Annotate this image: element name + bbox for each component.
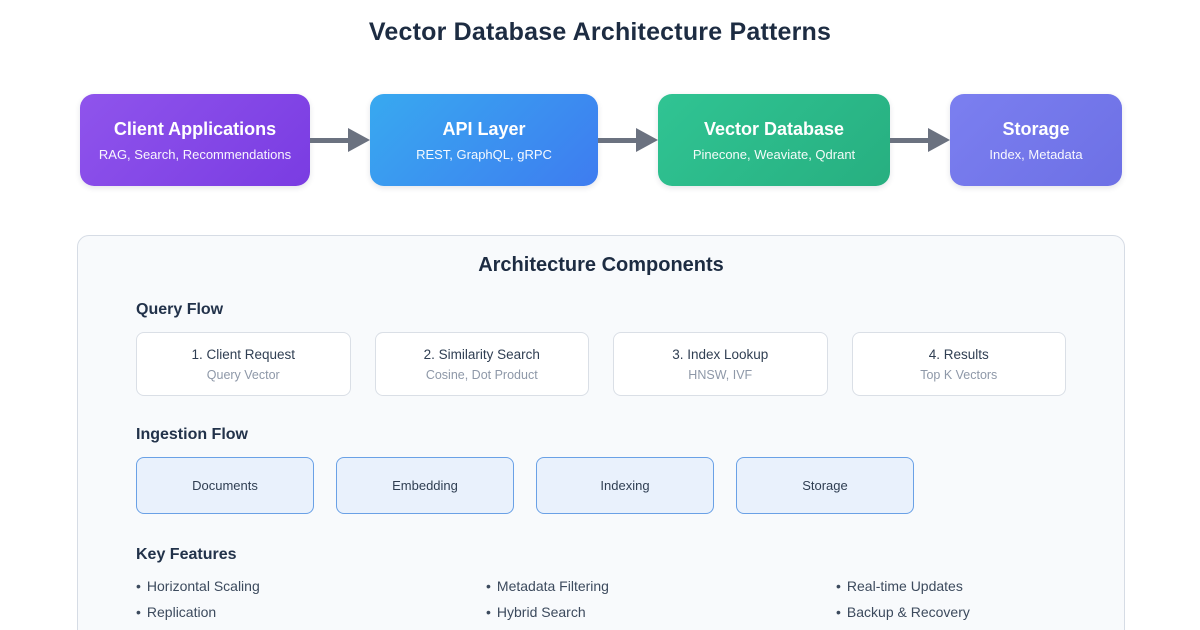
feature-label: Metadata Filtering bbox=[496, 578, 609, 594]
ingestion-flow-heading: Ingestion Flow bbox=[136, 426, 248, 443]
query-step-title: 2. Similarity Search bbox=[423, 346, 540, 362]
arrow-shaft bbox=[310, 138, 350, 143]
key-features-heading: Key Features bbox=[136, 546, 237, 563]
query-step-index-lookup: 3. Index Lookup HNSW, IVF bbox=[613, 332, 828, 396]
ingestion-stage-documents: Documents bbox=[136, 457, 314, 514]
arrow-head-icon bbox=[636, 128, 658, 152]
flow-node-title: Vector Database bbox=[703, 118, 845, 139]
feature-column: • Metadata Filtering • Hybrid Search bbox=[486, 573, 836, 625]
feature-column: • Real-time Updates • Backup & Recovery bbox=[836, 573, 1066, 625]
ingestion-stage-storage: Storage bbox=[736, 457, 914, 514]
flow-node-title: Client Applications bbox=[113, 118, 277, 139]
feature-column: • Horizontal Scaling • Replication bbox=[136, 573, 486, 625]
query-step-subtitle: Query Vector bbox=[206, 367, 280, 382]
flow-arrow-right bbox=[890, 128, 950, 152]
query-step-subtitle: Top K Vectors bbox=[920, 367, 998, 382]
query-flow-heading: Query Flow bbox=[136, 301, 224, 318]
panel-title: Architecture Components bbox=[478, 254, 724, 276]
query-step-client-request: 1. Client Request Query Vector bbox=[136, 332, 351, 396]
query-step-title: 4. Results bbox=[928, 346, 989, 362]
arrow-shaft bbox=[598, 138, 638, 143]
query-step-subtitle: Cosine, Dot Product bbox=[425, 367, 538, 382]
flow-node-subtitle: RAG, Search, Recommendations bbox=[98, 146, 292, 162]
bullet-icon: • bbox=[836, 578, 841, 594]
arrow-head-icon bbox=[348, 128, 370, 152]
flow-node-subtitle: REST, GraphQL, gRPC bbox=[416, 146, 552, 162]
feature-item: • Metadata Filtering bbox=[486, 573, 836, 599]
feature-label: Replication bbox=[146, 604, 217, 620]
architecture-components-panel: Architecture Components Query Flow 1. Cl… bbox=[77, 235, 1125, 630]
ingestion-flow-row: Documents Embedding Indexing Storage bbox=[136, 457, 1066, 514]
feature-label: Backup & Recovery bbox=[846, 604, 970, 620]
flow-node-client-applications: Client Applications RAG, Search, Recomme… bbox=[80, 94, 310, 186]
bullet-icon: • bbox=[836, 604, 841, 620]
feature-label: Real-time Updates bbox=[846, 578, 963, 594]
flow-node-subtitle: Index, Metadata bbox=[989, 146, 1083, 162]
ingestion-stage-embedding: Embedding bbox=[336, 457, 514, 514]
query-step-title: 1. Client Request bbox=[191, 346, 296, 362]
arrow-head-icon bbox=[928, 128, 950, 152]
bullet-icon: • bbox=[486, 604, 491, 620]
key-features-grid: • Horizontal Scaling • Replication • Met… bbox=[136, 573, 1066, 625]
flow-node-storage: Storage Index, Metadata bbox=[950, 94, 1122, 186]
arrow-shaft bbox=[890, 138, 930, 143]
feature-item: • Horizontal Scaling bbox=[136, 573, 486, 599]
feature-label: Hybrid Search bbox=[496, 604, 586, 620]
flow-node-title: Storage bbox=[1002, 118, 1070, 139]
flow-arrow-right bbox=[310, 128, 370, 152]
flow-node-subtitle: Pinecone, Weaviate, Qdrant bbox=[692, 146, 856, 162]
flow-node-vector-database: Vector Database Pinecone, Weaviate, Qdra… bbox=[658, 94, 890, 186]
bullet-icon: • bbox=[136, 578, 141, 594]
query-flow-row: 1. Client Request Query Vector 2. Simila… bbox=[136, 332, 1066, 396]
query-step-results: 4. Results Top K Vectors bbox=[851, 332, 1066, 396]
feature-item: • Replication bbox=[136, 599, 486, 625]
bullet-icon: • bbox=[136, 604, 141, 620]
flow-arrow-right bbox=[598, 128, 658, 152]
page-title: Vector Database Architecture Patterns bbox=[368, 18, 832, 46]
query-step-subtitle: HNSW, IVF bbox=[688, 367, 753, 382]
feature-item: • Real-time Updates bbox=[836, 573, 1066, 599]
query-step-similarity-search: 2. Similarity Search Cosine, Dot Product bbox=[374, 332, 589, 396]
flow-node-title: API Layer bbox=[442, 118, 526, 139]
feature-item: • Backup & Recovery bbox=[836, 599, 1066, 625]
feature-label: Horizontal Scaling bbox=[146, 578, 260, 594]
ingestion-stage-indexing: Indexing bbox=[536, 457, 714, 514]
feature-item: • Hybrid Search bbox=[486, 599, 836, 625]
bullet-icon: • bbox=[486, 578, 491, 594]
query-step-title: 3. Index Lookup bbox=[672, 346, 769, 362]
flow-node-api-layer: API Layer REST, GraphQL, gRPC bbox=[370, 94, 598, 186]
